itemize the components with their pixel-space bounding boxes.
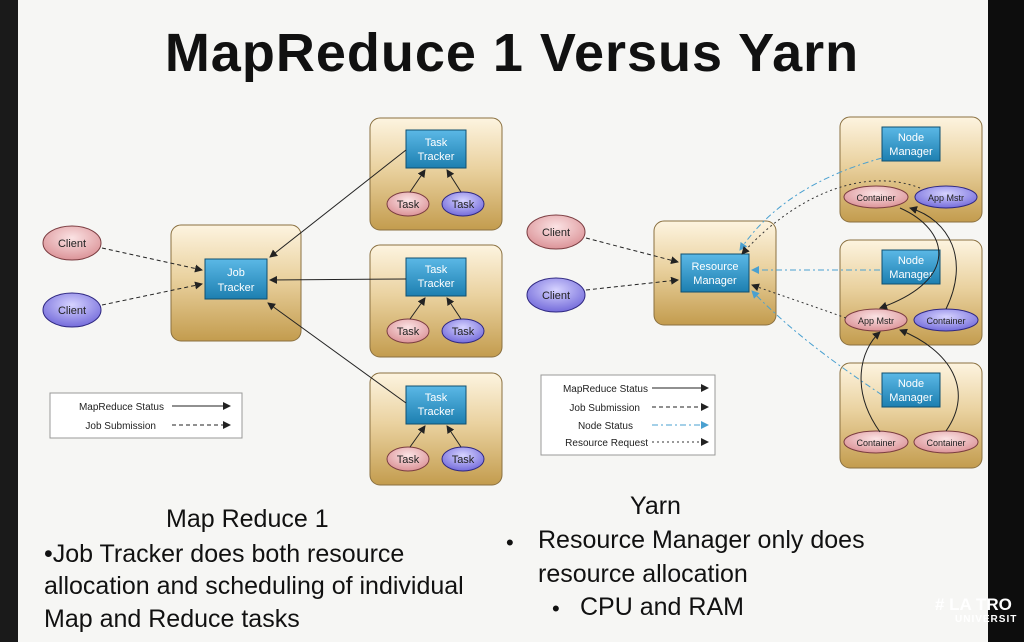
status-arrow	[879, 207, 940, 310]
legend-submission-label: Job Submission	[85, 421, 156, 432]
node-status-arrow	[751, 290, 883, 396]
status-arrow	[909, 206, 957, 310]
task-tracker-node-3: Task Tracker Task Task	[369, 372, 503, 486]
container-node	[843, 430, 909, 454]
legend-status-label: MapReduce Status	[563, 384, 648, 395]
job-submission-arrow	[101, 281, 203, 306]
task-reduce	[441, 191, 485, 217]
yarn-bullet-1: Resource Manager only does	[538, 526, 865, 554]
job-tracker-label-2: Tracker	[218, 282, 255, 294]
task-tracker-node-2: Task Tracker Task Task	[369, 244, 503, 358]
task-tracker-box	[405, 129, 467, 169]
resource-request-arrow	[751, 283, 847, 319]
node-manager-box	[881, 249, 941, 285]
node-manager-label-2: Manager	[889, 269, 933, 281]
resource-manager-label-1: Resource	[691, 261, 738, 273]
task-label: Task	[397, 454, 420, 466]
client-node	[42, 292, 102, 328]
resource-manager-box	[680, 253, 750, 293]
resource-manager-label-2: Manager	[693, 275, 737, 287]
mr1-line-1: •Job Tracker does both resource	[44, 540, 405, 568]
logo-line-2: UNIVERSIT	[955, 614, 1018, 625]
node-manager-1: Node Manager Container App Mstr	[839, 116, 983, 223]
mr1-line-3: Map and Reduce tasks	[44, 605, 300, 633]
client-label: Client	[542, 290, 570, 302]
status-arrow	[899, 328, 959, 432]
node-manager-label-1: Node	[898, 132, 924, 144]
client-node	[526, 277, 586, 313]
video-edge	[988, 0, 1024, 642]
task-tracker-box	[405, 385, 467, 425]
task-label: Task	[397, 199, 420, 211]
status-arrow	[269, 275, 407, 284]
job-submission-arrow	[585, 237, 679, 265]
node-manager-2: Node Manager App Mstr Container	[839, 239, 983, 346]
task-label: Task	[452, 199, 475, 211]
client-node	[42, 225, 102, 261]
task-tracker-box	[405, 257, 467, 297]
container-label: Container	[856, 438, 895, 448]
task-map	[386, 191, 430, 217]
app-master-label: App Mstr	[928, 193, 964, 203]
client-label: Client	[58, 305, 86, 317]
logo-line-1: # LA TRO	[935, 595, 1012, 614]
node-manager-box	[881, 126, 941, 162]
app-master-label: App Mstr	[858, 316, 894, 326]
node-manager-label-1: Node	[898, 255, 924, 267]
yarn-bullet-marker: •	[506, 530, 514, 555]
mr1-legend	[49, 392, 243, 439]
container-label: Container	[926, 438, 965, 448]
task-label: Task	[397, 326, 420, 338]
job-submission-arrow	[585, 276, 679, 291]
container-label: Container	[926, 316, 965, 326]
yarn-heading: Yarn	[630, 492, 681, 520]
task-map	[386, 318, 430, 344]
job-tracker-box	[204, 258, 268, 300]
node-manager-label-1: Node	[898, 378, 924, 390]
status-arrow	[860, 331, 881, 433]
client-node	[526, 214, 586, 250]
status-arrow	[267, 302, 407, 404]
node-manager-label-2: Manager	[889, 146, 933, 158]
job-tracker-label-1: Job	[227, 267, 245, 279]
client-label: Client	[58, 238, 86, 250]
task-map	[386, 446, 430, 472]
node-manager-label-2: Manager	[889, 392, 933, 404]
university-logo: # LA TRO UNIVERSIT	[935, 596, 1017, 626]
client-label: Client	[542, 227, 570, 239]
legend-status-label: MapReduce Status	[79, 402, 164, 413]
node-manager-box	[881, 372, 941, 408]
task-tracker-label-2: Tracker	[418, 151, 455, 163]
yarn-subbullet-marker: •	[552, 596, 560, 621]
legend-node-status-label: Node Status	[578, 421, 633, 432]
yarn-diagram: Resource Manager Node Manager Container …	[526, 116, 983, 469]
container-label: Container	[856, 193, 895, 203]
legend-submission-label: Job Submission	[569, 403, 640, 414]
node-manager-3: Node Manager Container Container	[839, 362, 983, 469]
mr1-diagram: Job Tracker Task Tracker Task Task Task …	[42, 117, 503, 486]
mr1-line-2: allocation and scheduling of individual	[44, 572, 464, 600]
task-tracker-label-2: Tracker	[418, 406, 455, 418]
resource-request-arrow	[741, 180, 921, 255]
legend-resource-request-label: Resource Request	[565, 438, 648, 449]
mr1-heading: Map Reduce 1	[166, 505, 329, 533]
task-label: Task	[452, 454, 475, 466]
task-tracker-label-1: Task	[425, 392, 448, 404]
yarn-bullet-1-cont: resource allocation	[538, 560, 748, 588]
task-label: Task	[452, 326, 475, 338]
status-arrow	[269, 149, 407, 258]
app-master-node	[844, 308, 908, 332]
task-tracker-label-2: Tracker	[418, 278, 455, 290]
container-node	[843, 185, 909, 209]
job-submission-arrow	[101, 247, 203, 273]
app-master-node	[914, 185, 978, 209]
yarn-bullet-2: CPU and RAM	[580, 593, 744, 621]
task-tracker-label-1: Task	[425, 264, 448, 276]
task-tracker-label-1: Task	[425, 137, 448, 149]
task-reduce	[441, 446, 485, 472]
task-reduce	[441, 318, 485, 344]
slide-title: MapReduce 1 Versus Yarn	[164, 23, 860, 83]
task-tracker-node-1: Task Tracker Task Task	[369, 117, 503, 231]
